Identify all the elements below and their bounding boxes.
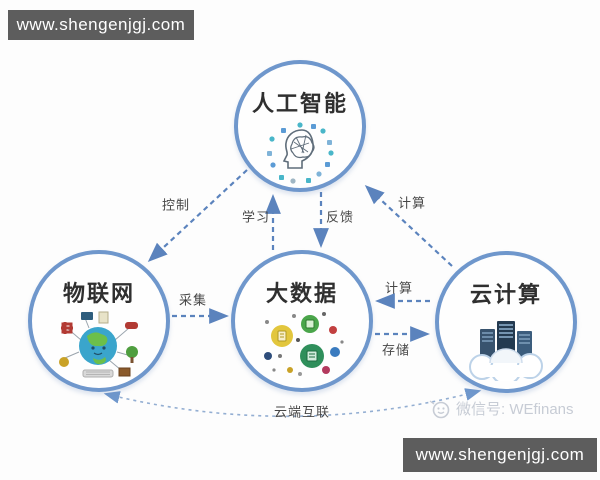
node-artificial-intelligence: 人工智能 [234, 60, 366, 192]
watermark-bottom-bar: www.shengenjgj.com [403, 438, 597, 472]
edge-label-compute-cloud: 计算 [384, 280, 414, 296]
edge-label-collect: 采集 [178, 292, 208, 308]
edge-label-storage: 存储 [381, 342, 411, 358]
watermark-bottom-text: www.shengenjgj.com [415, 445, 585, 464]
iot-globe-icon [59, 311, 138, 378]
edge-label-compute-ai: 计算 [397, 195, 427, 211]
node-label-bigdata: 大数据 [265, 281, 338, 306]
node-big-data: 大数据 [231, 250, 373, 392]
watermark-top-bar: www.shengenjgj.com [8, 10, 194, 40]
node-label-cloud: 云计算 [469, 282, 542, 307]
watermark-top-text: www.shengenjgj.com [16, 15, 186, 34]
node-label-ai: 人工智能 [251, 91, 348, 116]
node-internet-of-things: 物联网 [28, 250, 170, 392]
edge-label-cloud-link: 云端互联 [273, 404, 331, 420]
edge-label-control: 控制 [161, 197, 191, 213]
node-label-iot: 物联网 [62, 281, 135, 306]
edge-label-feedback: 反馈 [325, 209, 355, 225]
wechat-watermark-text: 微信号: WEfinans [456, 401, 574, 418]
wechat-watermark: 微信号: WEfinans [428, 398, 574, 419]
bigdata-bubbles-icon [264, 312, 344, 376]
edge-ai-iot [147, 169, 248, 263]
node-cloud-computing: 云计算 [435, 251, 577, 393]
edge-label-learning: 学习 [241, 209, 271, 225]
cloud-servers-icon [469, 321, 543, 381]
ai-head-brain-icon [267, 122, 334, 184]
wechat-smiley-icon [429, 399, 450, 418]
